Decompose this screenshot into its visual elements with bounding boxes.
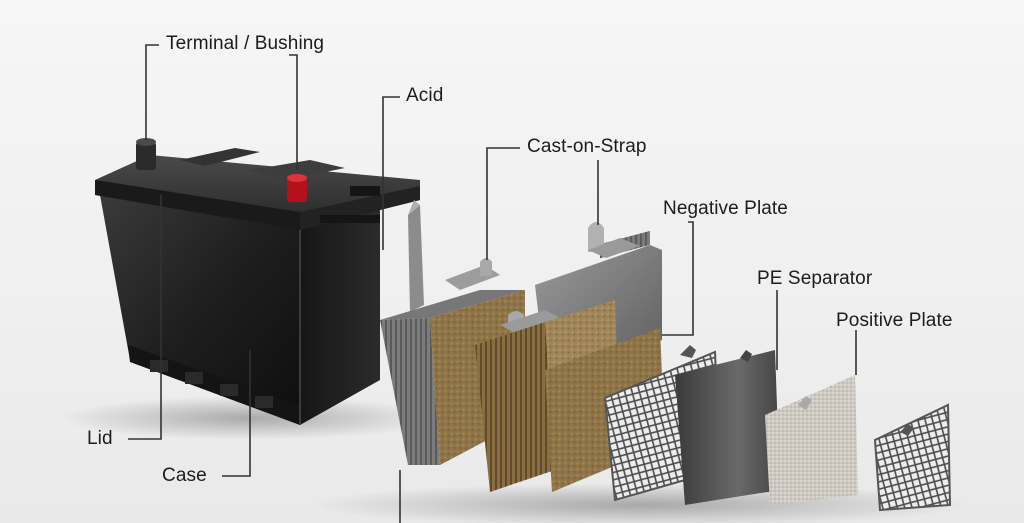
label-cast-on-strap: Cast-on-Strap — [527, 136, 647, 157]
label-negative-plate: Negative Plate — [663, 198, 788, 219]
battery-case — [100, 195, 380, 425]
positive-terminal — [287, 174, 307, 202]
label-acid: Acid — [406, 85, 444, 106]
leader-lines — [128, 44, 857, 523]
dark-separator — [675, 350, 780, 505]
label-pe-separator: PE Separator — [757, 268, 873, 289]
pe-separator — [765, 375, 858, 505]
label-lid: Lid — [87, 428, 113, 449]
label-case: Case — [162, 465, 207, 486]
label-positive-plate: Positive Plate — [836, 310, 953, 331]
positive-grid — [873, 403, 952, 512]
negative-terminal — [136, 138, 156, 170]
label-terminal-bushing: Terminal / Bushing — [166, 33, 325, 54]
